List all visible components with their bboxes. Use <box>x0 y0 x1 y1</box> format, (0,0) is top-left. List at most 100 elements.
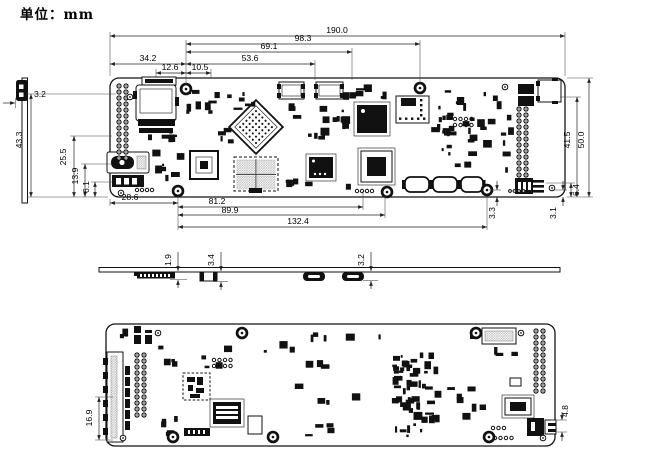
component-cluster <box>431 90 514 173</box>
component-cluster <box>285 178 351 190</box>
pad-row <box>354 188 375 194</box>
screw-hole <box>548 184 556 192</box>
pin-row <box>184 428 210 436</box>
inductor-row <box>402 176 486 193</box>
sd-card-slot <box>133 84 179 133</box>
dim-label: 6.1 <box>81 181 91 193</box>
component-cluster <box>263 341 295 353</box>
dim-label: 50.0 <box>576 131 586 148</box>
screw-hole <box>539 434 547 442</box>
dim-label: 89.9 <box>222 205 239 215</box>
dim-label: 3.4 <box>206 254 216 266</box>
profile-connector-c <box>303 272 325 281</box>
bottom-view-components <box>103 326 557 444</box>
board-edge-profile <box>21 77 28 204</box>
through-hole-pads <box>134 352 147 418</box>
profile-connector-b <box>199 271 218 282</box>
dim-label: 98.3 <box>295 33 312 43</box>
component-cluster <box>391 352 442 438</box>
board-edge-profile <box>98 267 561 273</box>
component-cluster <box>343 84 387 100</box>
through-hole-pads <box>116 83 129 161</box>
usb-connector-2 <box>314 81 344 100</box>
right-ic <box>501 394 535 419</box>
side-view-front: 1.9 3.4 3.2 <box>98 252 561 290</box>
dim-label: 10.5 <box>192 62 209 72</box>
side-view-left: 3.2 <box>3 77 46 204</box>
striped-connector <box>209 398 245 428</box>
dim-label: 41.5 <box>562 131 572 148</box>
qfp-chip-1 <box>353 101 391 137</box>
dim-label: 3.3 <box>487 207 497 219</box>
pad-row <box>490 425 507 431</box>
component-cluster <box>288 103 346 140</box>
smd-component <box>518 84 534 94</box>
component-cluster <box>310 332 381 343</box>
dim-label: 190.0 <box>326 25 348 35</box>
small-components <box>116 83 529 194</box>
qfn-chip-2 <box>305 153 337 182</box>
screw-hole <box>154 329 162 337</box>
component-cluster <box>152 149 185 182</box>
pcb-outline-top <box>109 77 566 198</box>
unit-label: 单位：mm <box>20 6 94 23</box>
dim-label: 25.5 <box>58 148 68 165</box>
smd-component <box>247 415 263 435</box>
component-cluster <box>148 130 177 143</box>
header-block <box>145 330 152 344</box>
dim-label: 3.2 <box>356 254 366 266</box>
smd-component <box>509 377 522 387</box>
qfp-chip-2 <box>357 147 396 186</box>
mounting-hole <box>480 183 494 197</box>
dashed-outline-chip <box>182 372 211 401</box>
pad-row <box>134 187 155 193</box>
dim-label: 4.8 <box>560 405 570 417</box>
mounting-hole <box>171 184 185 198</box>
dim-label: 81.2 <box>209 196 226 206</box>
mounting-hole <box>179 82 193 96</box>
through-hole-pads <box>533 328 546 394</box>
component-cluster <box>494 347 518 356</box>
dim-label: 69.1 <box>261 41 278 51</box>
component-cluster <box>218 127 234 144</box>
dim-label: 3.1 <box>548 207 558 219</box>
mounting-hole <box>266 430 280 444</box>
top-view-components <box>106 76 562 199</box>
component-cluster <box>294 360 361 437</box>
top-right-connector <box>536 78 562 104</box>
dim-label: 12.6 <box>162 62 179 72</box>
bottom-view-dimensions: 16.9 4.8 <box>84 396 570 441</box>
mounting-hole <box>469 326 483 340</box>
rf-module <box>395 95 430 124</box>
dim-label: 43.3 <box>14 131 24 148</box>
mounting-holes <box>117 81 556 199</box>
slotted-connector <box>112 175 144 187</box>
dimension-lines-top <box>29 34 591 229</box>
screw-hole <box>117 189 125 197</box>
dim-label: 132.4 <box>287 216 309 226</box>
profile-connector-a <box>134 272 175 279</box>
profile-dimensions: 1.9 3.4 3.2 <box>163 252 378 290</box>
mounting-hole <box>235 326 249 340</box>
dim-label: 53.6 <box>242 53 259 63</box>
pad-row <box>211 357 233 363</box>
dimension-labels-top: 190.0 98.3 69.1 53.6 34.2 12.6 10.5 28.6… <box>14 25 586 226</box>
bottom-right-connector <box>527 418 557 436</box>
mounting-hole <box>380 185 394 199</box>
component-cluster <box>158 345 233 369</box>
pad-row <box>508 189 526 193</box>
component-cluster <box>447 386 486 420</box>
dim-label: 13.9 <box>70 167 80 184</box>
qfn-chip <box>189 150 219 180</box>
screw-hole <box>517 329 525 337</box>
dim-label: 16.9 <box>84 409 94 426</box>
mounting-hole <box>413 81 427 95</box>
usb-connector-1 <box>277 81 305 100</box>
left-mid-connector <box>106 151 150 174</box>
edge-connector <box>16 80 28 101</box>
dim-label: 1.9 <box>163 254 173 266</box>
dim-label: 34.2 <box>140 53 157 63</box>
component-cluster <box>227 92 256 110</box>
